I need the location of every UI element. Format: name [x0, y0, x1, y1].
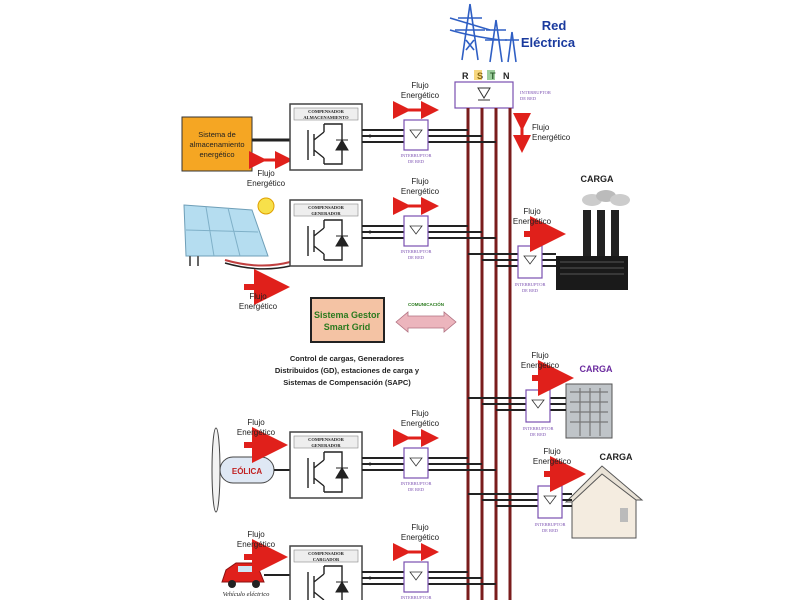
breaker-label: INTERRUPTOR [401, 153, 432, 158]
flow-label: Energético [237, 428, 276, 437]
flow-label: Flujo [257, 169, 275, 178]
breaker-label: INTERRUPTOR [401, 595, 432, 600]
flow-label: Energético [239, 302, 278, 311]
compensator-label: COMPENSADOR [308, 551, 344, 556]
flow-label: Flujo [411, 409, 429, 418]
flow-label: Energético [401, 419, 440, 428]
flow-label: Energético [401, 91, 440, 100]
compensator-label: COMPENSADOR [308, 205, 344, 210]
flow-label: Energético [533, 457, 572, 466]
main-breaker-label-line1: INTERRUPTOR [520, 90, 551, 95]
communication-label: COMUNICACIÓN [408, 300, 444, 307]
load-label-building: CARGA [580, 364, 613, 374]
smart-grid-manager-box [310, 297, 385, 343]
storage-line1: Sistema de [198, 130, 236, 139]
breaker-label: DE RED [542, 528, 559, 533]
flow-label: Energético [401, 533, 440, 542]
phase-n: N [503, 71, 510, 81]
breaker-label: INTERRUPTOR [401, 249, 432, 254]
breaker-label: INTERRUPTOR [515, 282, 546, 287]
grid-flow-label-line2: Energético [532, 133, 571, 142]
transmission-tower-icon [449, 3, 519, 63]
flow-label: Flujo [411, 177, 429, 186]
communication-arrow [395, 311, 457, 333]
factory-icon [556, 190, 630, 290]
electric-vehicle-icon [221, 562, 290, 588]
flow-label: Energético [237, 540, 276, 549]
breaker-label: DE RED [530, 432, 547, 437]
manager-line1: Sistema Gestor [314, 310, 381, 320]
compensator-label: ALMACENAMIENTO [303, 115, 349, 120]
storage-line3: energético [199, 150, 234, 159]
breaker-label: DE RED [522, 288, 539, 293]
breaker-label: INTERRUPTOR [535, 522, 566, 527]
flow-label: Flujo [411, 81, 429, 90]
control-text-line3: Sistemas de Compensación (SAPC) [283, 378, 411, 387]
compensator-label: COMPENSADOR [308, 437, 344, 442]
manager-line2: Smart Grid [324, 322, 371, 332]
compensator-label: GENERADOR [311, 211, 341, 216]
control-text-line1: Control de cargas, Generadores [290, 354, 404, 363]
sun-icon [257, 197, 275, 215]
phase-r: R [462, 71, 469, 81]
flow-label: Flujo [523, 207, 541, 216]
breaker-label: DE RED [408, 255, 425, 260]
breaker-label: INTERRUPTOR [401, 481, 432, 486]
flow-label: Energético [513, 217, 552, 226]
grid-flow-label-line1: Flujo [532, 123, 550, 132]
load-label-factory: CARGA [581, 174, 614, 184]
storage-system-box [181, 116, 253, 172]
load-label-house: CARGA [600, 452, 633, 462]
office-building-icon [565, 383, 613, 439]
flow-label: Flujo [543, 447, 561, 456]
vehicle-label: Vehículo eléctrico [223, 591, 270, 598]
compensator-vehicle: COMPENSADORCARGADORINTERRUPTORDE REDFluj… [289, 523, 496, 600]
control-text-line2: Distribuidos (GD), estaciones de carga y [275, 366, 420, 375]
flow-label: Flujo [247, 530, 265, 539]
breaker-label: DE RED [408, 159, 425, 164]
bus-bars [466, 108, 512, 600]
compensator-label: COMPENSADOR [308, 109, 344, 114]
house-icon [564, 465, 644, 539]
flow-label: Flujo [247, 418, 265, 427]
flow-label: Energético [521, 361, 560, 370]
flow-label: Flujo [411, 523, 429, 532]
grid-title-line1: Red [542, 18, 567, 33]
breaker-label: INTERRUPTOR [523, 426, 554, 431]
storage-line2: almacenamiento [189, 140, 244, 149]
main-breaker-label-line2: DE RED [520, 96, 537, 101]
flow-label: Flujo [531, 351, 549, 360]
wind-turbine-icon [211, 427, 290, 513]
flow-label: Energético [247, 179, 286, 188]
flow-label: Energético [401, 187, 440, 196]
compensator-label: GENERADOR [311, 443, 341, 448]
main-grid-breaker [454, 81, 514, 109]
grid-title-line2: Eléctrica [521, 35, 576, 50]
breaker-label: DE RED [408, 487, 425, 492]
solar-panel-icon [183, 204, 269, 266]
wind-label: EÓLICA [232, 467, 262, 476]
flow-label: Flujo [249, 292, 267, 301]
compensator-label: CARGADOR [313, 557, 340, 562]
